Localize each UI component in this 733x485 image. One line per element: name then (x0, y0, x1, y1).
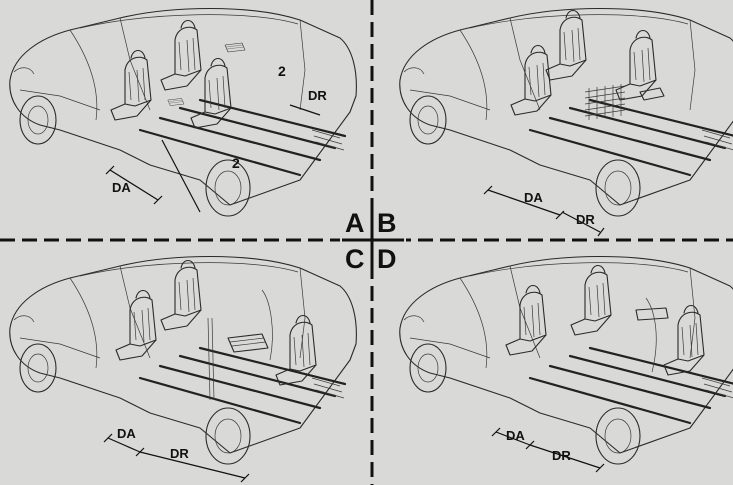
label-dr-c: DR (170, 446, 189, 461)
label-dr-a: DR (308, 88, 327, 103)
seat-marker-upper: 2 (278, 63, 286, 79)
label-dr-b: DR (576, 212, 595, 227)
quadrant-a: DA DR 2 2 (8, 7, 358, 218)
quadrant-b: DA DR (398, 7, 733, 237)
quadrant-letter-b: B (377, 208, 397, 238)
label-dr-d: DR (552, 448, 571, 463)
quadrant-letter-c: C (345, 244, 365, 274)
quadrant-d: DA DR (398, 255, 733, 473)
quadrant-letter-d: D (377, 244, 397, 274)
label-da-a: DA (112, 180, 131, 195)
seat-marker-lower: 2 (232, 155, 240, 171)
label-da-d: DA (506, 428, 525, 443)
label-da-c: DA (117, 426, 136, 441)
label-da-b: DA (524, 190, 543, 205)
quadrant-c: DA DR (8, 255, 358, 483)
quadrant-letter-a: A (345, 208, 365, 238)
